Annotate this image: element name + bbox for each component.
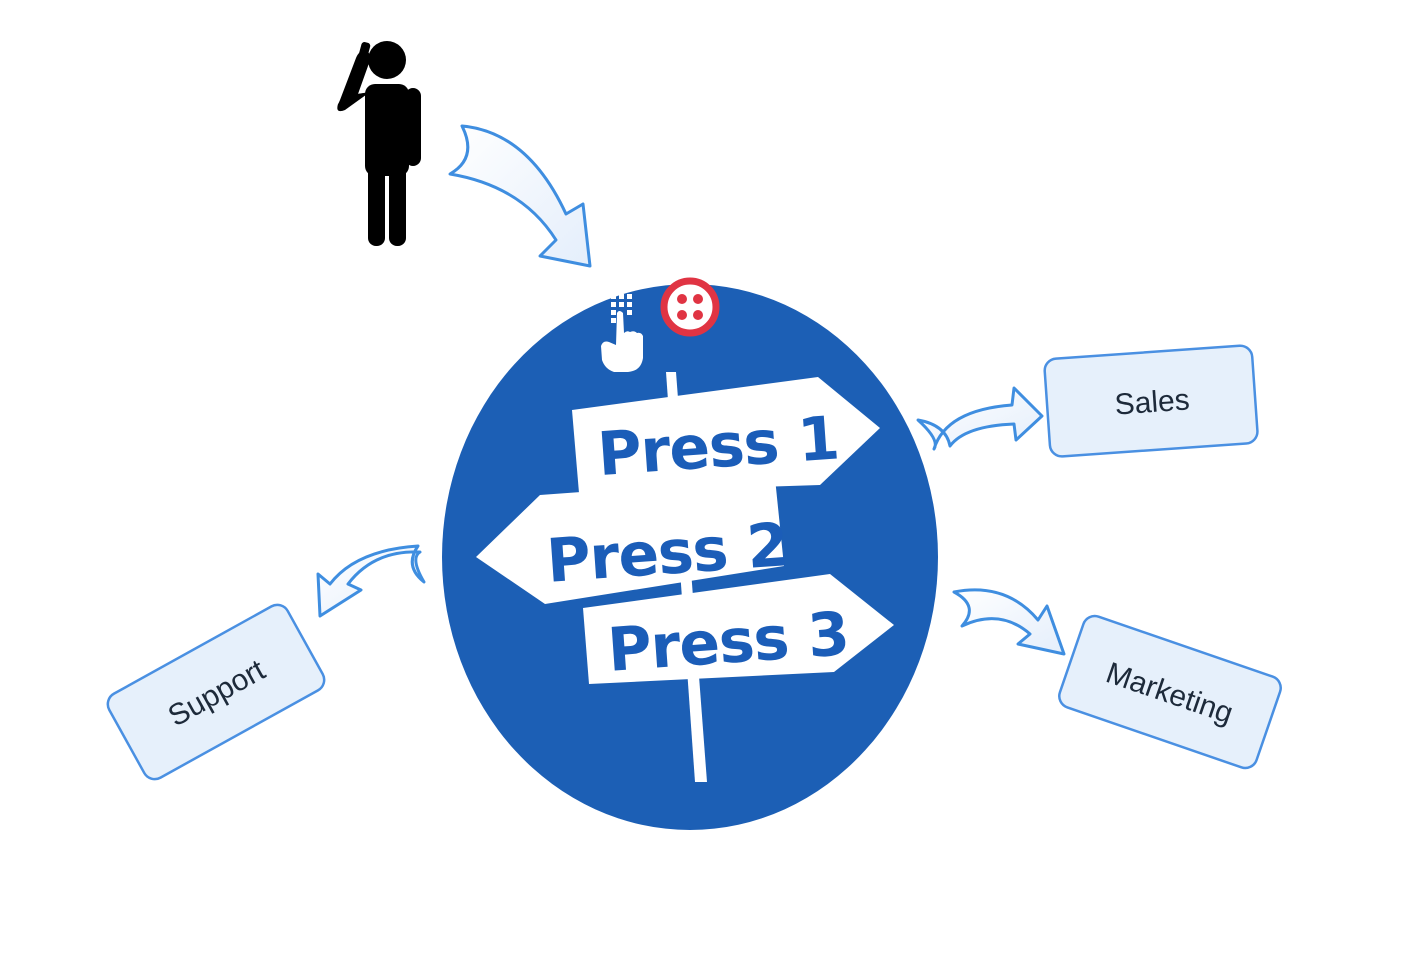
arrow-caller-to-ivr bbox=[448, 124, 592, 268]
sales-label: Sales bbox=[1114, 383, 1191, 421]
person-on-phone-icon bbox=[337, 41, 421, 246]
keypad-press-icon bbox=[601, 294, 643, 372]
sales-box: Sales bbox=[1043, 344, 1259, 458]
marketing-box: Marketing bbox=[1058, 614, 1282, 770]
support-box: Support bbox=[106, 603, 326, 781]
twilio-logo-icon bbox=[660, 277, 720, 337]
sign-press-2-label: Press 2 bbox=[544, 510, 790, 597]
arrow-to-sales bbox=[916, 386, 1044, 451]
sign-press-2: Press 2 bbox=[476, 478, 790, 604]
arrow-to-marketing bbox=[952, 588, 1066, 656]
sign-press-3-label: Press 3 bbox=[605, 599, 851, 686]
sign-press-3: Press 3 bbox=[583, 574, 894, 686]
sign-press-1-label: Press 1 bbox=[595, 403, 841, 490]
arrow-to-support bbox=[316, 544, 426, 618]
sign-press-1: Press 1 bbox=[572, 377, 880, 493]
